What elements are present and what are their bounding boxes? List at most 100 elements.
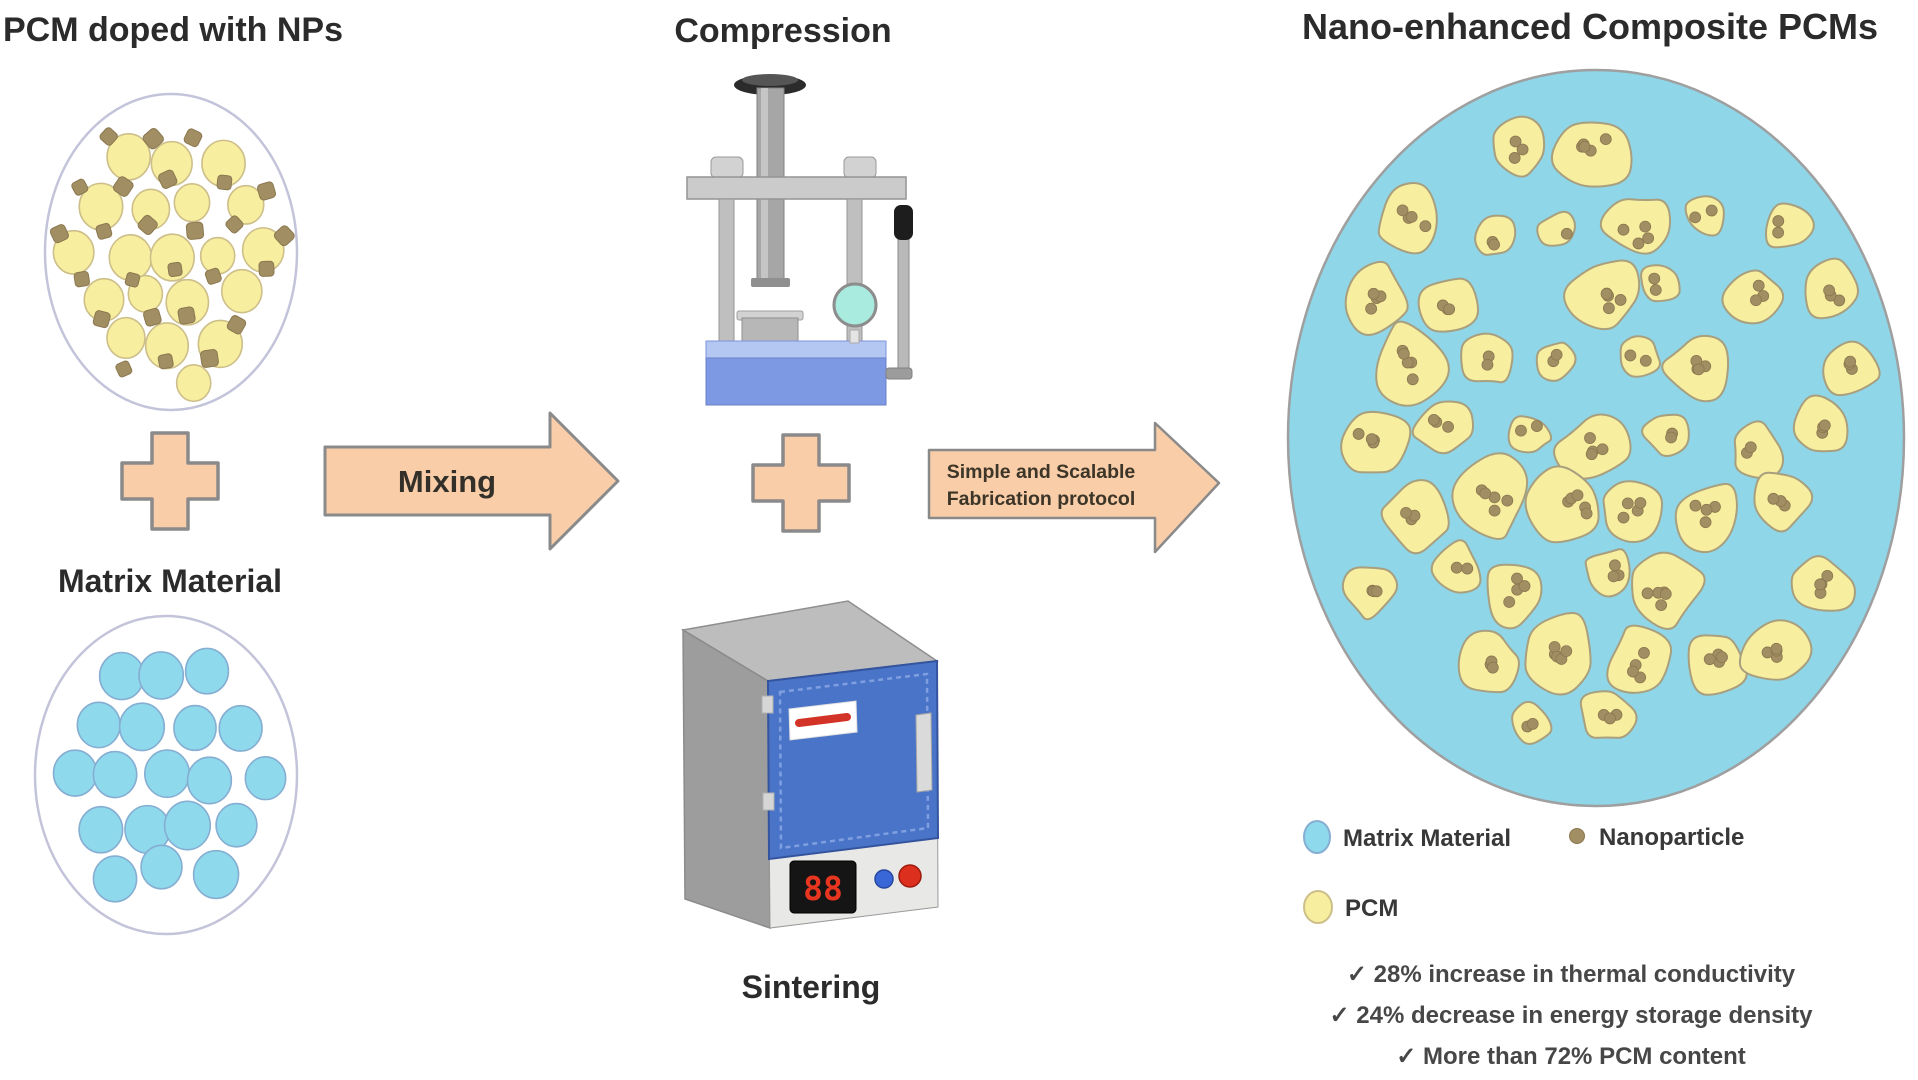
composite-nanoparticle-dot	[1700, 503, 1713, 516]
composite-nanoparticle-dot	[1648, 272, 1661, 285]
nanoparticle-dot	[143, 307, 162, 327]
nanoparticle-dot	[273, 225, 295, 247]
composite-nanoparticle-dot	[1585, 448, 1598, 461]
composite-nanoparticle-dot	[1365, 433, 1378, 445]
furnace-blue-button	[874, 869, 894, 889]
nanoparticle-dot	[95, 222, 113, 240]
composite-nanoparticle-dot	[1617, 511, 1630, 524]
nanoparticle-dot	[204, 267, 222, 285]
composite-nanoparticle-dot	[1584, 432, 1596, 444]
legend-nanoparticle-swatch	[1569, 828, 1585, 844]
composite-nanoparticle-dot	[1526, 718, 1539, 730]
press-piston-flange	[751, 278, 790, 287]
legend-pcm-label: PCM	[1345, 895, 1398, 922]
composite-pcm-blob	[1619, 335, 1661, 378]
composite-nanoparticle-dot	[1419, 220, 1432, 233]
press-lever-foot	[885, 367, 913, 380]
composite-nanoparticle-dot	[1638, 647, 1650, 659]
composite-pcm-blob	[1733, 420, 1785, 480]
composite-nanoparticle-dot	[1550, 348, 1563, 361]
composite-nanoparticle-dot	[1772, 215, 1785, 227]
nanoparticle-dot	[258, 260, 275, 277]
nanoparticle-dot	[137, 214, 158, 236]
pcm-particle	[149, 233, 195, 282]
nanoparticle-dot	[73, 270, 90, 288]
composite-nanoparticle-dot	[1844, 355, 1857, 368]
composite-nanoparticle-dot	[1705, 204, 1718, 217]
composite-nanoparticle-dot	[1609, 559, 1621, 572]
composite-nanoparticle-dot	[1823, 284, 1835, 297]
benefits-list: ✓ 28% increase in thermal conductivity ✓…	[1330, 961, 1814, 1070]
matrix-particle	[184, 647, 230, 695]
nanoparticle-dot	[177, 306, 196, 325]
composite-nanoparticle-dot	[1442, 420, 1454, 433]
nanoparticle-dot	[226, 315, 247, 335]
fabrication-arrow: Simple and Scalable Fabrication protocol	[927, 421, 1221, 554]
composite-nanoparticle-dot	[1461, 562, 1474, 575]
composite-circle-illustration	[1286, 68, 1906, 808]
pcm-particle	[165, 278, 210, 326]
composite-pcm-blob	[1524, 465, 1600, 544]
composite-nanoparticle-dot	[1752, 279, 1765, 292]
pcm-particle	[173, 182, 211, 223]
pcm-particle	[106, 316, 146, 360]
pcm-particle	[175, 364, 212, 403]
title-matrix-material: Matrix Material	[58, 563, 282, 599]
composite-nanoparticle-dot	[1818, 419, 1831, 432]
composite-nanoparticle-dot	[1772, 226, 1785, 239]
composite-nanoparticle-dot	[1501, 494, 1514, 507]
composite-nanoparticle-dot	[1427, 414, 1440, 426]
furnace-hinge-bottom	[762, 792, 775, 811]
legend-pcm-swatch	[1303, 890, 1333, 924]
composite-nanoparticle-dot	[1367, 287, 1380, 300]
matrix-particle	[92, 855, 138, 903]
press-bolt-right	[843, 156, 877, 179]
nanoparticle-dot	[225, 215, 244, 234]
matrix-particle	[140, 844, 183, 890]
benefit-energy-storage: ✓ 24% decrease in energy storage density	[1330, 1002, 1814, 1029]
press-base-top	[705, 340, 887, 359]
nanoparticle-dot	[142, 127, 164, 150]
composite-nanoparticle-dot	[1481, 358, 1494, 371]
furnace-display-value: 88	[803, 869, 843, 908]
composite-nanoparticle-dot	[1560, 227, 1573, 240]
nanoparticle-dot	[185, 221, 205, 240]
nanoparticle-dot	[158, 169, 178, 189]
furnace-left-face	[682, 628, 771, 930]
composite-nanoparticle-dot	[1365, 302, 1378, 315]
mixing-arrow-label: Mixing	[398, 464, 496, 499]
composite-nanoparticle-dot	[1560, 645, 1573, 658]
composite-nanoparticle-dot	[1352, 428, 1365, 440]
composite-nanoparticle-dot	[1649, 284, 1662, 296]
composite-nanoparticle-dot	[1488, 238, 1500, 251]
nanoparticle-dot	[49, 224, 69, 244]
composite-nanoparticle-dot	[1699, 516, 1712, 529]
composite-nanoparticle-dot	[1599, 133, 1612, 146]
composite-nanoparticle-dot	[1518, 580, 1531, 592]
nanoparticle-dot	[183, 128, 203, 148]
pcm-particle	[220, 268, 263, 314]
composite-nanoparticle-dot	[1400, 506, 1412, 519]
mixing-arrow: Mixing	[323, 411, 620, 551]
composite-nanoparticle-dot	[1814, 578, 1827, 591]
composite-nanoparticle-dot	[1659, 588, 1672, 600]
furnace-hinge-top	[761, 695, 774, 714]
pcm-particles-group	[49, 127, 295, 403]
composite-pcm-blob	[1606, 624, 1673, 694]
composite-nanoparticle-dot	[1716, 651, 1728, 664]
matrix-particle	[138, 651, 185, 700]
matrix-particle	[118, 702, 166, 752]
pcm-particle	[227, 184, 265, 225]
benefit-pcm-content: ✓ More than 72% PCM content	[1396, 1043, 1745, 1070]
nanoparticle-dot	[257, 181, 277, 201]
matrix-particle	[186, 756, 233, 805]
composite-nanoparticle-dot	[1511, 572, 1523, 585]
matrix-particle	[92, 750, 138, 799]
composite-nanoparticle-dot	[1515, 424, 1527, 437]
composite-nanoparticle-dot	[1571, 489, 1584, 502]
press-base-front	[705, 357, 887, 406]
pcm-doped-circle-illustration	[43, 92, 299, 412]
composite-nanoparticle-dot	[1642, 232, 1655, 245]
composite-nanoparticle-dot	[1405, 210, 1418, 223]
